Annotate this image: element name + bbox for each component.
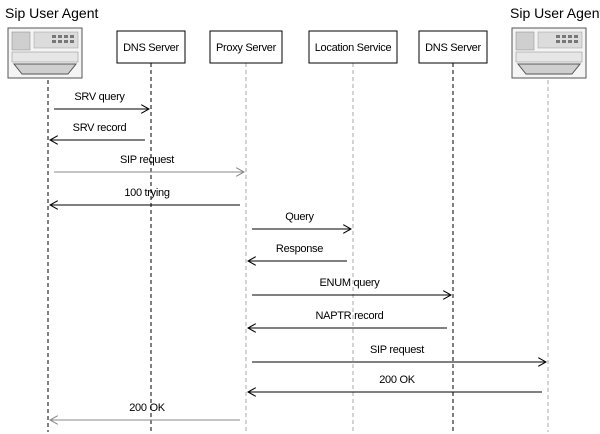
- participant-box: [209, 30, 283, 64]
- participant-label: DNS Server: [123, 42, 179, 54]
- message-label: 200 OK: [129, 402, 165, 414]
- participant-label: Sip User Agent: [5, 5, 98, 21]
- message-label: Query: [285, 211, 314, 223]
- message: NAPTR record: [248, 310, 447, 328]
- participant-dns-2: DNS Server: [418, 30, 488, 64]
- participant-box: [418, 30, 488, 64]
- message: 200 OK: [50, 402, 240, 420]
- message-label: Response: [276, 243, 323, 255]
- message: Query: [252, 211, 351, 229]
- message-label: NAPTR record: [316, 310, 384, 322]
- message: SRV record: [50, 122, 145, 140]
- participant-label: DNS Server: [425, 42, 481, 54]
- message-label: SIP request: [370, 344, 424, 356]
- participant-ua-right: Sip User Agent: [510, 5, 600, 79]
- sip-phone-icon: [511, 27, 587, 79]
- message: ENUM query: [252, 277, 451, 295]
- message: 100 trying: [50, 187, 240, 205]
- message: SIP request: [54, 154, 244, 172]
- message-label: ENUM query: [320, 277, 381, 289]
- message: 200 OK: [248, 374, 542, 392]
- sip-phone-icon: [7, 27, 83, 79]
- participant-box: [308, 30, 398, 64]
- message: Response: [248, 243, 347, 261]
- message: SRV query: [54, 91, 149, 109]
- participant-ua-left: Sip User Agent: [5, 5, 98, 79]
- participant-label: Sip User Agent: [510, 5, 600, 21]
- participant-proxy: Proxy Server: [209, 30, 283, 64]
- message-label: 200 OK: [379, 374, 415, 386]
- message-label: 100 trying: [124, 187, 169, 199]
- participant-label: Location Service: [315, 42, 392, 54]
- participant-dns-1: DNS Server: [116, 30, 186, 64]
- message-label: SRV query: [74, 91, 125, 103]
- participant-location: Location Service: [308, 30, 398, 64]
- message-label: SIP request: [120, 154, 174, 166]
- participant-box: [116, 30, 186, 64]
- message-label: SRV record: [73, 122, 127, 134]
- message: SIP request: [252, 344, 546, 362]
- participant-label: Proxy Server: [216, 42, 277, 54]
